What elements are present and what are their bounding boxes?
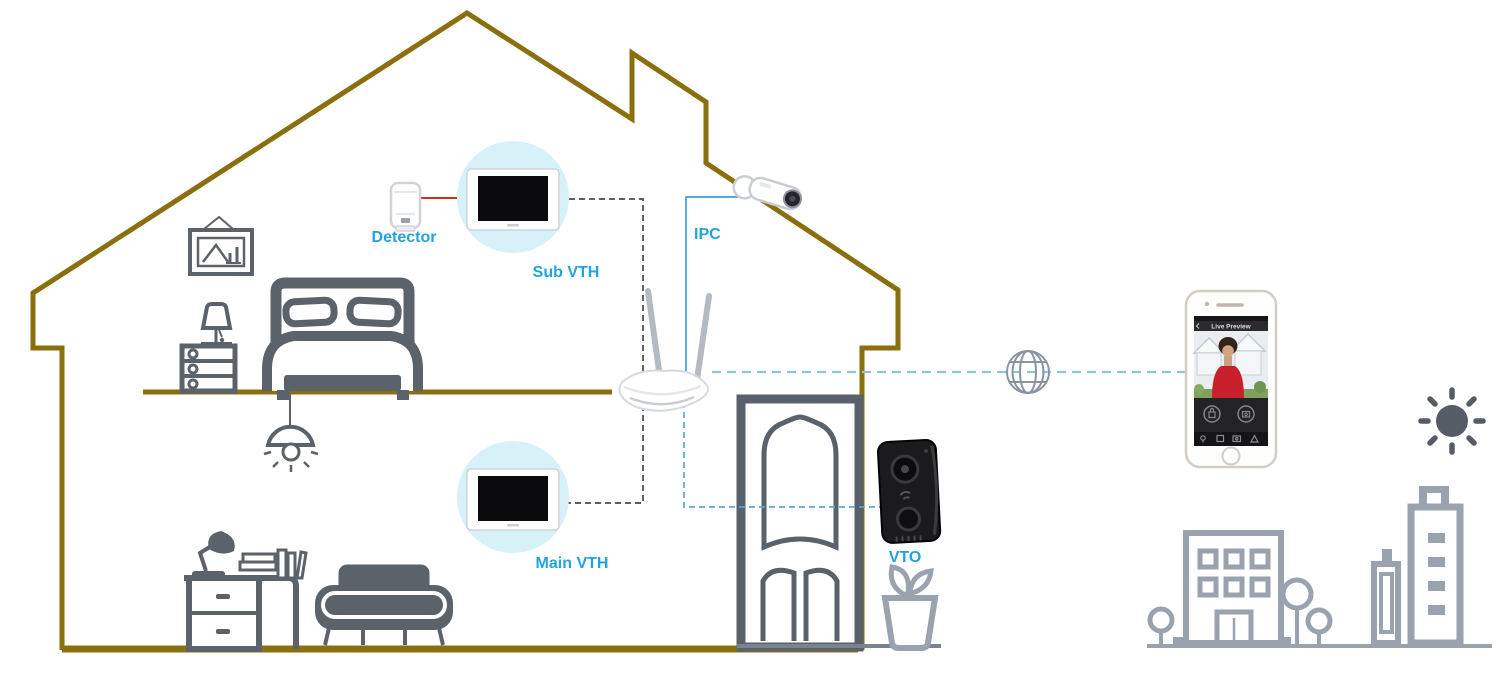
city-buildings [1147,486,1492,648]
office-building-icon [1173,530,1291,646]
router-to-vto-dashed-line [683,382,884,508]
phone-icon-bar [1194,432,1268,446]
nightstand-icon [179,343,238,394]
desk-icon [184,575,299,652]
internet-globe-icon [1006,350,1050,394]
phone-front-camera [1204,301,1210,307]
vto-label: VTO [889,549,922,566]
phone-app-title: Live Preview [1211,324,1251,331]
snapshot-button-icon [1237,405,1255,423]
picture-frame-icon [188,215,254,276]
vto-door-station-icon [876,439,942,544]
tree-icon [1305,607,1333,646]
ceiling-lamp-icon [263,393,319,472]
back-chevron-icon [1195,323,1200,329]
table-lamp-icon [200,302,233,346]
connection-lines [420,196,1186,508]
subvth-to-mainvth-dashed-line [559,198,644,504]
main-vth-monitor-icon [457,441,569,553]
tree-icon [1147,606,1175,646]
phone-title-bar [1194,321,1268,331]
phone-status-bar [1194,316,1268,321]
skyscraper-icon [1371,486,1464,647]
main-vth-label: Main VTH [536,555,609,572]
tree-icon [1280,577,1314,646]
bed-icon [262,277,423,400]
bedroom-furniture [179,215,423,472]
ipc-label: IPC [694,226,721,243]
entrance-door-icon [736,394,941,652]
alert-icon [1249,434,1260,443]
wifi-router-icon [618,288,712,412]
sun-icon [1418,387,1486,455]
motion-detector-icon [389,181,422,232]
living-room-furniture [184,531,453,652]
detector-label: Detector [372,229,437,246]
frame-icon [1216,434,1225,443]
phone-home-button [1221,446,1241,466]
mic-icon [1200,435,1206,441]
ipc-to-router-line [685,196,738,386]
phone-screen: Live Preview [1192,316,1268,446]
phone-control-panel [1194,398,1268,432]
plant-pot-icon [881,564,939,651]
books-icon [238,548,308,580]
smartphone-icon: Live Preview [1184,289,1278,469]
unlock-button-icon [1203,405,1221,423]
device-labels: Detector Sub VTH IPC Main VTH VTO [372,226,922,572]
phone-video-frame [1192,331,1268,398]
desk-lamp-icon [192,531,235,578]
house-walls-roof [30,10,901,650]
sofa-icon [315,561,453,646]
camera-icon [1232,435,1242,443]
sub-vth-monitor-icon [457,141,569,253]
sub-vth-label: Sub VTH [533,264,600,281]
ipc-bullet-camera-icon [732,175,803,211]
